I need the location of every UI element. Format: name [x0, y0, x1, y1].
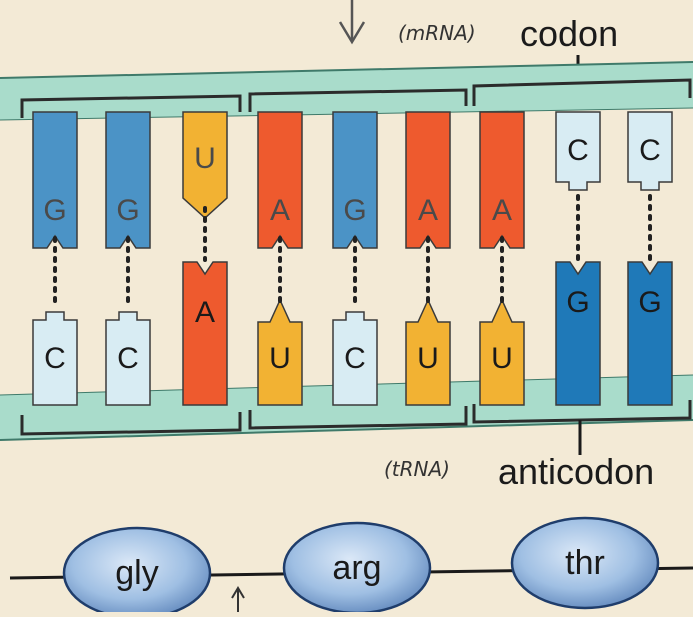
codon-base: A — [480, 112, 524, 248]
anticodon-base: C — [333, 312, 377, 405]
amino-acid: arg — [284, 523, 430, 612]
codon-base-letter: G — [43, 194, 66, 227]
codon-base: A — [406, 112, 450, 248]
codon-base-letter: G — [343, 194, 366, 227]
anticodon-base: C — [33, 312, 77, 405]
codon-base-letter: A — [492, 194, 512, 227]
anticodon-base: A — [183, 262, 227, 405]
amino-acid-label: thr — [565, 544, 605, 582]
codon-base: C — [556, 112, 600, 190]
codon-base-shape — [258, 112, 302, 248]
codon-base: A — [258, 112, 302, 248]
codon-base: U — [183, 112, 227, 218]
anticodon-base: G — [556, 262, 600, 405]
codon-base: G — [333, 112, 377, 248]
anticodon-base-letter: U — [417, 342, 439, 375]
anticodon-base-letter: U — [491, 342, 513, 375]
anticodon-base-letter: C — [117, 342, 139, 375]
anticodon-base-shape — [556, 262, 600, 405]
codon-base-shape — [333, 112, 377, 248]
codon-base: C — [628, 112, 672, 190]
codon-base-shape — [106, 112, 150, 248]
anticodon-bases: C C A U C U U G G — [33, 262, 672, 405]
anticodon-base: C — [106, 312, 150, 405]
down-arrow-icon — [340, 0, 364, 42]
anticodon-base-shape — [628, 262, 672, 405]
amino-acid: gly — [64, 528, 210, 612]
amino-acid-label: arg — [332, 549, 381, 587]
anticodon-base: G — [628, 262, 672, 405]
codon-label: codon — [520, 13, 618, 54]
mrna-label: (mRNA) — [398, 21, 476, 45]
codon-base: G — [33, 112, 77, 248]
codon-base-letter: C — [639, 134, 661, 167]
anticodon-base: U — [258, 300, 302, 405]
anticodon-base: U — [480, 300, 524, 405]
anticodon-base-letter: C — [344, 342, 366, 375]
anticodon-base-letter: G — [566, 286, 589, 319]
amino-acid: thr — [512, 518, 658, 608]
codon-base: G — [106, 112, 150, 248]
anticodon-base-letter: A — [195, 296, 215, 329]
anticodon-base: U — [406, 300, 450, 405]
codon-base-letter: G — [116, 194, 139, 227]
codon-base-letter: A — [418, 194, 438, 227]
codon-base-letter: U — [194, 142, 216, 175]
amino-acid-chain: gly arg thr — [64, 518, 658, 612]
codon-base-shape — [406, 112, 450, 248]
amino-acid-label: gly — [115, 554, 158, 592]
codon-base-shape — [33, 112, 77, 248]
codon-base-shape — [480, 112, 524, 248]
anticodon-base-shape — [183, 262, 227, 405]
anticodon-base-letter: U — [269, 342, 291, 375]
anticodon-base-letter: C — [44, 342, 66, 375]
anticodon-base-letter: G — [638, 286, 661, 319]
up-arrow-icon — [232, 588, 244, 612]
codon-base-letter: A — [270, 194, 290, 227]
codon-base-letter: C — [567, 134, 589, 167]
anticodon-label: anticodon — [498, 451, 654, 492]
trna-label: (tRNA) — [384, 457, 450, 481]
